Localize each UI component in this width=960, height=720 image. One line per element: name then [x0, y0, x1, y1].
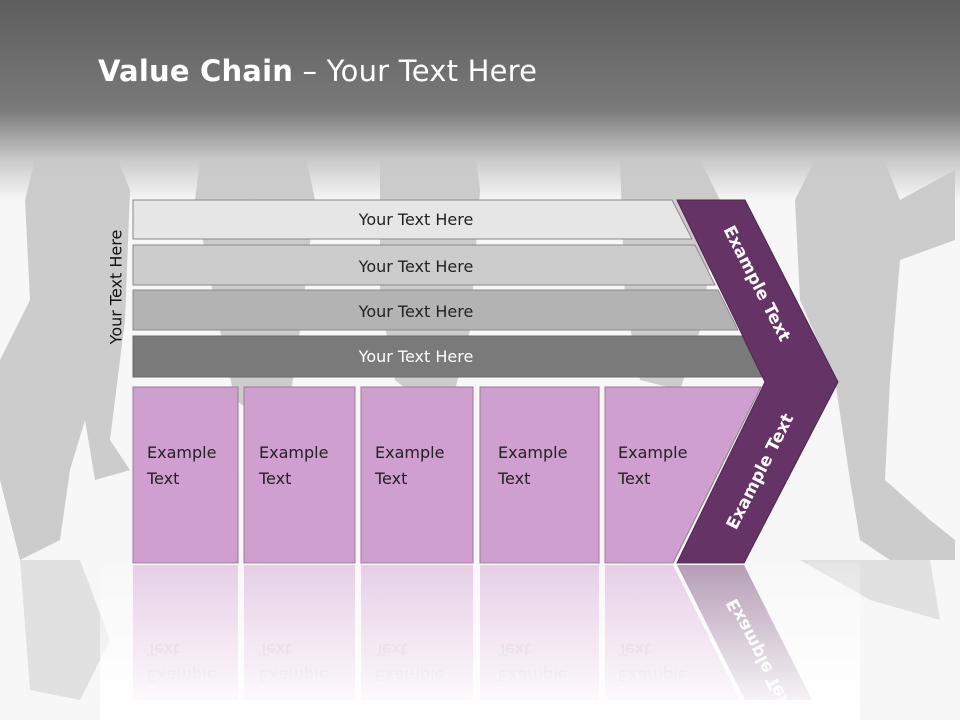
margin-chevron: Example Text Example Text — [676, 199, 839, 564]
primary-box-1-line1: Example — [147, 443, 216, 462]
primary-box-2-line1: Example — [259, 443, 328, 462]
primary-box-4-line1: Example — [498, 443, 567, 462]
primary-box-1: Example Text — [132, 386, 239, 564]
title-bar-background — [0, 0, 960, 200]
primary-box-3-line2: Text — [374, 469, 407, 488]
primary-box-2-line2: Text — [258, 469, 291, 488]
support-bar-4-label: Your Text Here — [358, 347, 474, 366]
primary-box-5-line1: Example — [618, 443, 687, 462]
primary-box-1-line2: Text — [146, 469, 179, 488]
title-bold: Value Chain — [98, 54, 294, 88]
primary-box-4: Example Text — [479, 386, 600, 564]
support-bar-3-label: Your Text Here — [358, 302, 474, 321]
support-bar-2-label: Your Text Here — [358, 257, 474, 276]
support-bar-1: Your Text Here — [132, 199, 693, 240]
primary-box-5-line2: Text — [617, 469, 650, 488]
support-bar-2: Your Text Here — [132, 244, 716, 286]
primary-box-4-line2: Text — [497, 469, 530, 488]
reflection-fade — [100, 563, 860, 720]
primary-box-2: Example Text — [243, 386, 356, 564]
support-bar-1-label: Your Text Here — [358, 210, 474, 229]
slide-title: Value Chain – Your Text Here — [98, 54, 537, 88]
primary-box-3-line1: Example — [375, 443, 444, 462]
primary-box-3: Example Text — [360, 386, 474, 564]
support-bar-3: Your Text Here — [132, 289, 739, 331]
support-bar-4: Your Text Here — [132, 335, 763, 378]
title-rest: – Your Text Here — [293, 54, 538, 88]
